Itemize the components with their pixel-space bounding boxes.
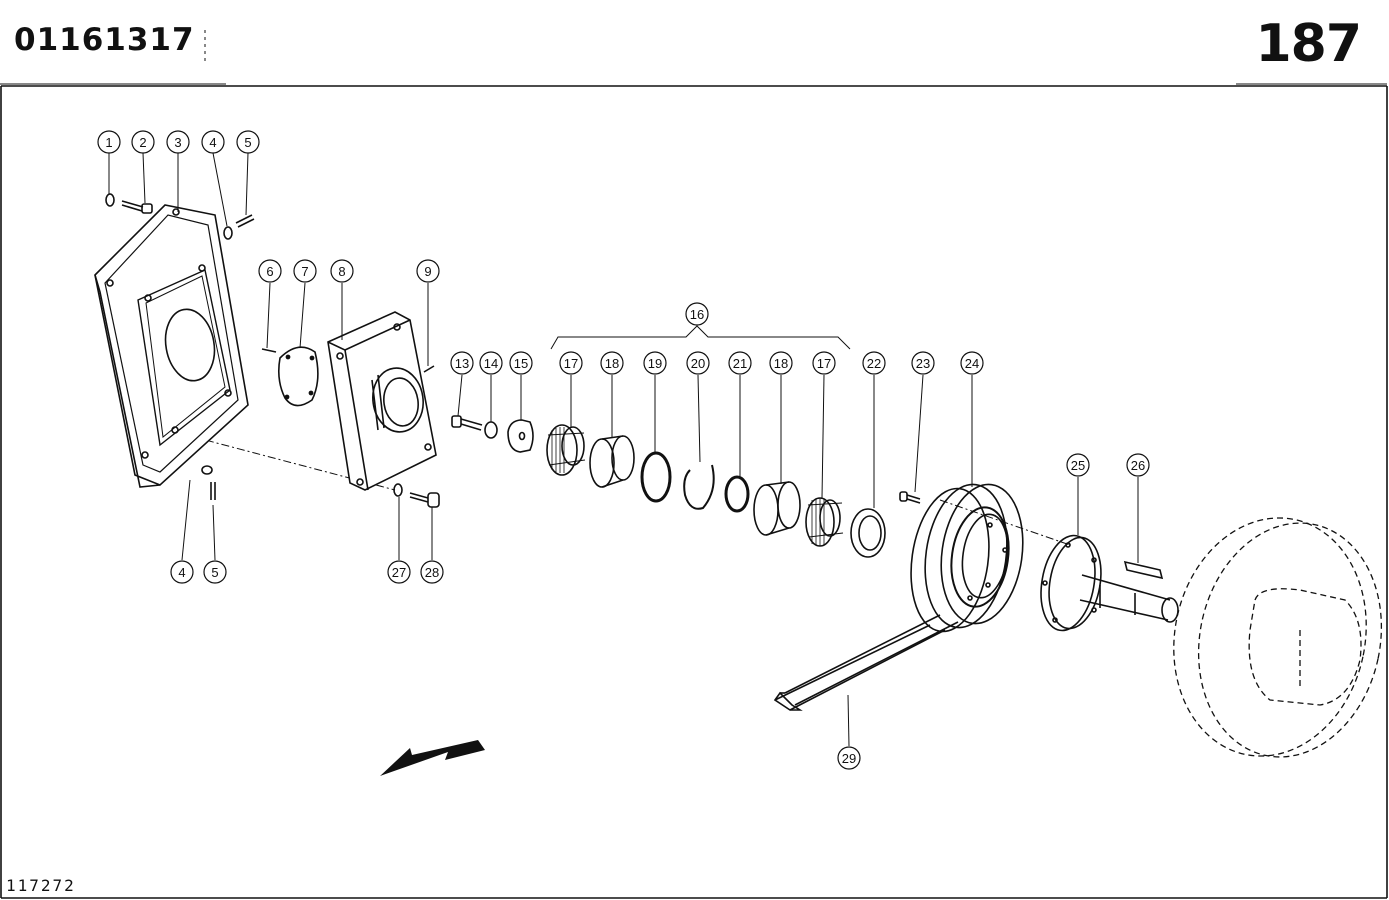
callout-5b: 5	[203, 560, 227, 584]
callout-21: 21	[728, 351, 752, 375]
svg-text:16: 16	[690, 307, 704, 322]
callout-14: 14	[479, 351, 503, 375]
pin	[261, 348, 277, 353]
drawing-reference: 117272	[6, 876, 76, 895]
callout-16: 16	[685, 302, 709, 326]
bolt	[121, 200, 153, 214]
svg-text:7: 7	[301, 264, 308, 279]
screw	[235, 214, 255, 228]
bearing-cup	[589, 435, 635, 488]
callout-17b: 17	[812, 351, 836, 375]
washer	[223, 226, 233, 240]
svg-text:20: 20	[691, 356, 705, 371]
gasket	[278, 346, 319, 407]
callout-29: 29	[837, 746, 861, 770]
callout-20: 20	[686, 351, 710, 375]
tapered-roller-bearing	[805, 497, 844, 547]
small-bolt	[423, 365, 435, 373]
callout-27: 27	[387, 560, 411, 584]
callout-markers: 1 2 3 4 5 6 7 8 9 13 14 15 16 17 18 19 2…	[97, 130, 1150, 770]
washer	[393, 483, 403, 497]
callout-19: 19	[643, 351, 667, 375]
callout-1: 1	[97, 130, 121, 154]
ring	[724, 475, 750, 513]
seal	[850, 508, 886, 558]
svg-text:4: 4	[178, 565, 185, 580]
svg-text:6: 6	[266, 264, 273, 279]
pulley	[910, 483, 1024, 633]
tapered-roller-bearing	[546, 424, 586, 476]
leader-lines	[108, 152, 1139, 747]
svg-text:13: 13	[455, 356, 469, 371]
callout-9: 9	[416, 259, 440, 283]
callout-17: 17	[559, 351, 583, 375]
bolt	[451, 415, 483, 431]
svg-text:19: 19	[648, 356, 662, 371]
callout-22: 22	[862, 351, 886, 375]
callout-26: 26	[1126, 453, 1150, 477]
svg-text:9: 9	[424, 264, 431, 279]
hub-flange	[1040, 534, 1179, 632]
svg-text:2: 2	[139, 135, 146, 150]
svg-text:26: 26	[1131, 458, 1145, 473]
callout-6: 6	[258, 259, 282, 283]
svg-text:17: 17	[817, 356, 831, 371]
callout-13: 13	[450, 351, 474, 375]
mounting-plate	[94, 204, 249, 488]
callout-18: 18	[600, 351, 624, 375]
svg-text:21: 21	[733, 356, 747, 371]
callout-2: 2	[131, 130, 155, 154]
bearing-housing	[327, 311, 437, 491]
svg-text:4: 4	[209, 135, 216, 150]
svg-text:15: 15	[514, 356, 528, 371]
wheel-outline	[1173, 517, 1383, 758]
center-axis	[174, 431, 1071, 546]
screw	[210, 482, 216, 500]
svg-text:3: 3	[174, 135, 181, 150]
callout-5: 5	[236, 130, 260, 154]
set-screw	[899, 491, 921, 504]
callout-3: 3	[166, 130, 190, 154]
shaft-key	[1123, 560, 1164, 580]
page-frame	[0, 30, 1388, 899]
callout-24: 24	[960, 351, 984, 375]
svg-text:1: 1	[105, 135, 112, 150]
svg-text:28: 28	[425, 565, 439, 580]
svg-text:18: 18	[605, 356, 619, 371]
washer	[484, 421, 498, 439]
washer	[105, 193, 115, 207]
svg-text:27: 27	[392, 565, 406, 580]
svg-text:14: 14	[484, 356, 498, 371]
washer	[201, 465, 213, 475]
svg-text:18: 18	[774, 356, 788, 371]
spacer	[507, 419, 534, 453]
svg-text:25: 25	[1071, 458, 1085, 473]
snap-ring	[683, 464, 715, 510]
svg-text:5: 5	[211, 565, 218, 580]
callout-4b: 4	[170, 560, 194, 584]
svg-text:8: 8	[338, 264, 345, 279]
callout-28: 28	[420, 560, 444, 584]
page-number: 187	[1255, 14, 1362, 74]
callout-23: 23	[911, 351, 935, 375]
callout-15: 15	[509, 351, 533, 375]
bearing-cup	[753, 481, 801, 536]
v-belts	[773, 614, 959, 711]
callout-18b: 18	[769, 351, 793, 375]
callout-7: 7	[293, 259, 317, 283]
svg-text:5: 5	[244, 135, 251, 150]
direction-arrow-icon	[380, 740, 485, 776]
ring	[640, 451, 672, 503]
callout-8: 8	[330, 259, 354, 283]
svg-text:29: 29	[842, 751, 856, 766]
part-number: 01161317	[14, 22, 195, 58]
svg-text:24: 24	[965, 356, 979, 371]
svg-text:17: 17	[564, 356, 578, 371]
svg-text:22: 22	[867, 356, 881, 371]
bolt	[409, 492, 440, 508]
svg-text:23: 23	[916, 356, 930, 371]
callout-25: 25	[1066, 453, 1090, 477]
callout-4: 4	[201, 130, 225, 154]
